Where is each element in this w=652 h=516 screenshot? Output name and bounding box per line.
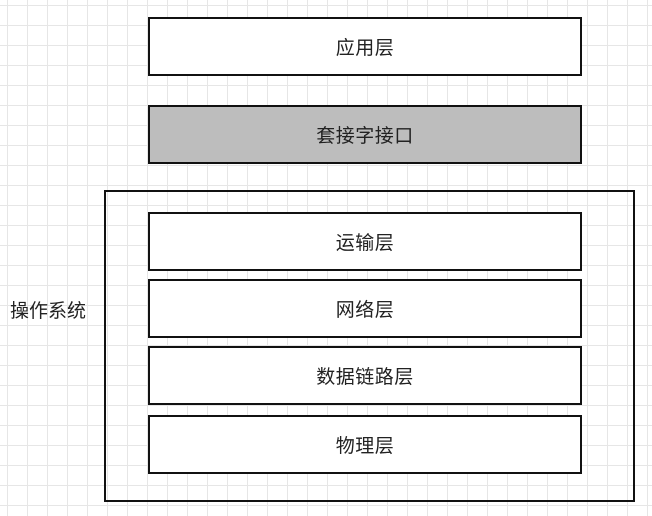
transport-layer-box: 运输层 xyxy=(148,212,582,271)
data-link-layer-box: 数据链路层 xyxy=(148,346,582,405)
physical-layer-label: 物理层 xyxy=(335,435,395,457)
network-layer-label: 网络层 xyxy=(335,299,395,321)
network-layer-box: 网络层 xyxy=(148,279,582,338)
transport-layer-label: 运输层 xyxy=(335,232,395,254)
application-layer-box: 应用层 xyxy=(148,17,582,76)
data-link-layer-label: 数据链路层 xyxy=(316,366,414,388)
operating-system-frame xyxy=(104,190,635,502)
operating-system-label: 操作系统 xyxy=(10,300,87,322)
socket-interface-label: 套接字接口 xyxy=(316,125,414,147)
physical-layer-box: 物理层 xyxy=(148,415,582,474)
socket-interface-box: 套接字接口 xyxy=(148,105,582,164)
application-layer-label: 应用层 xyxy=(335,37,395,59)
